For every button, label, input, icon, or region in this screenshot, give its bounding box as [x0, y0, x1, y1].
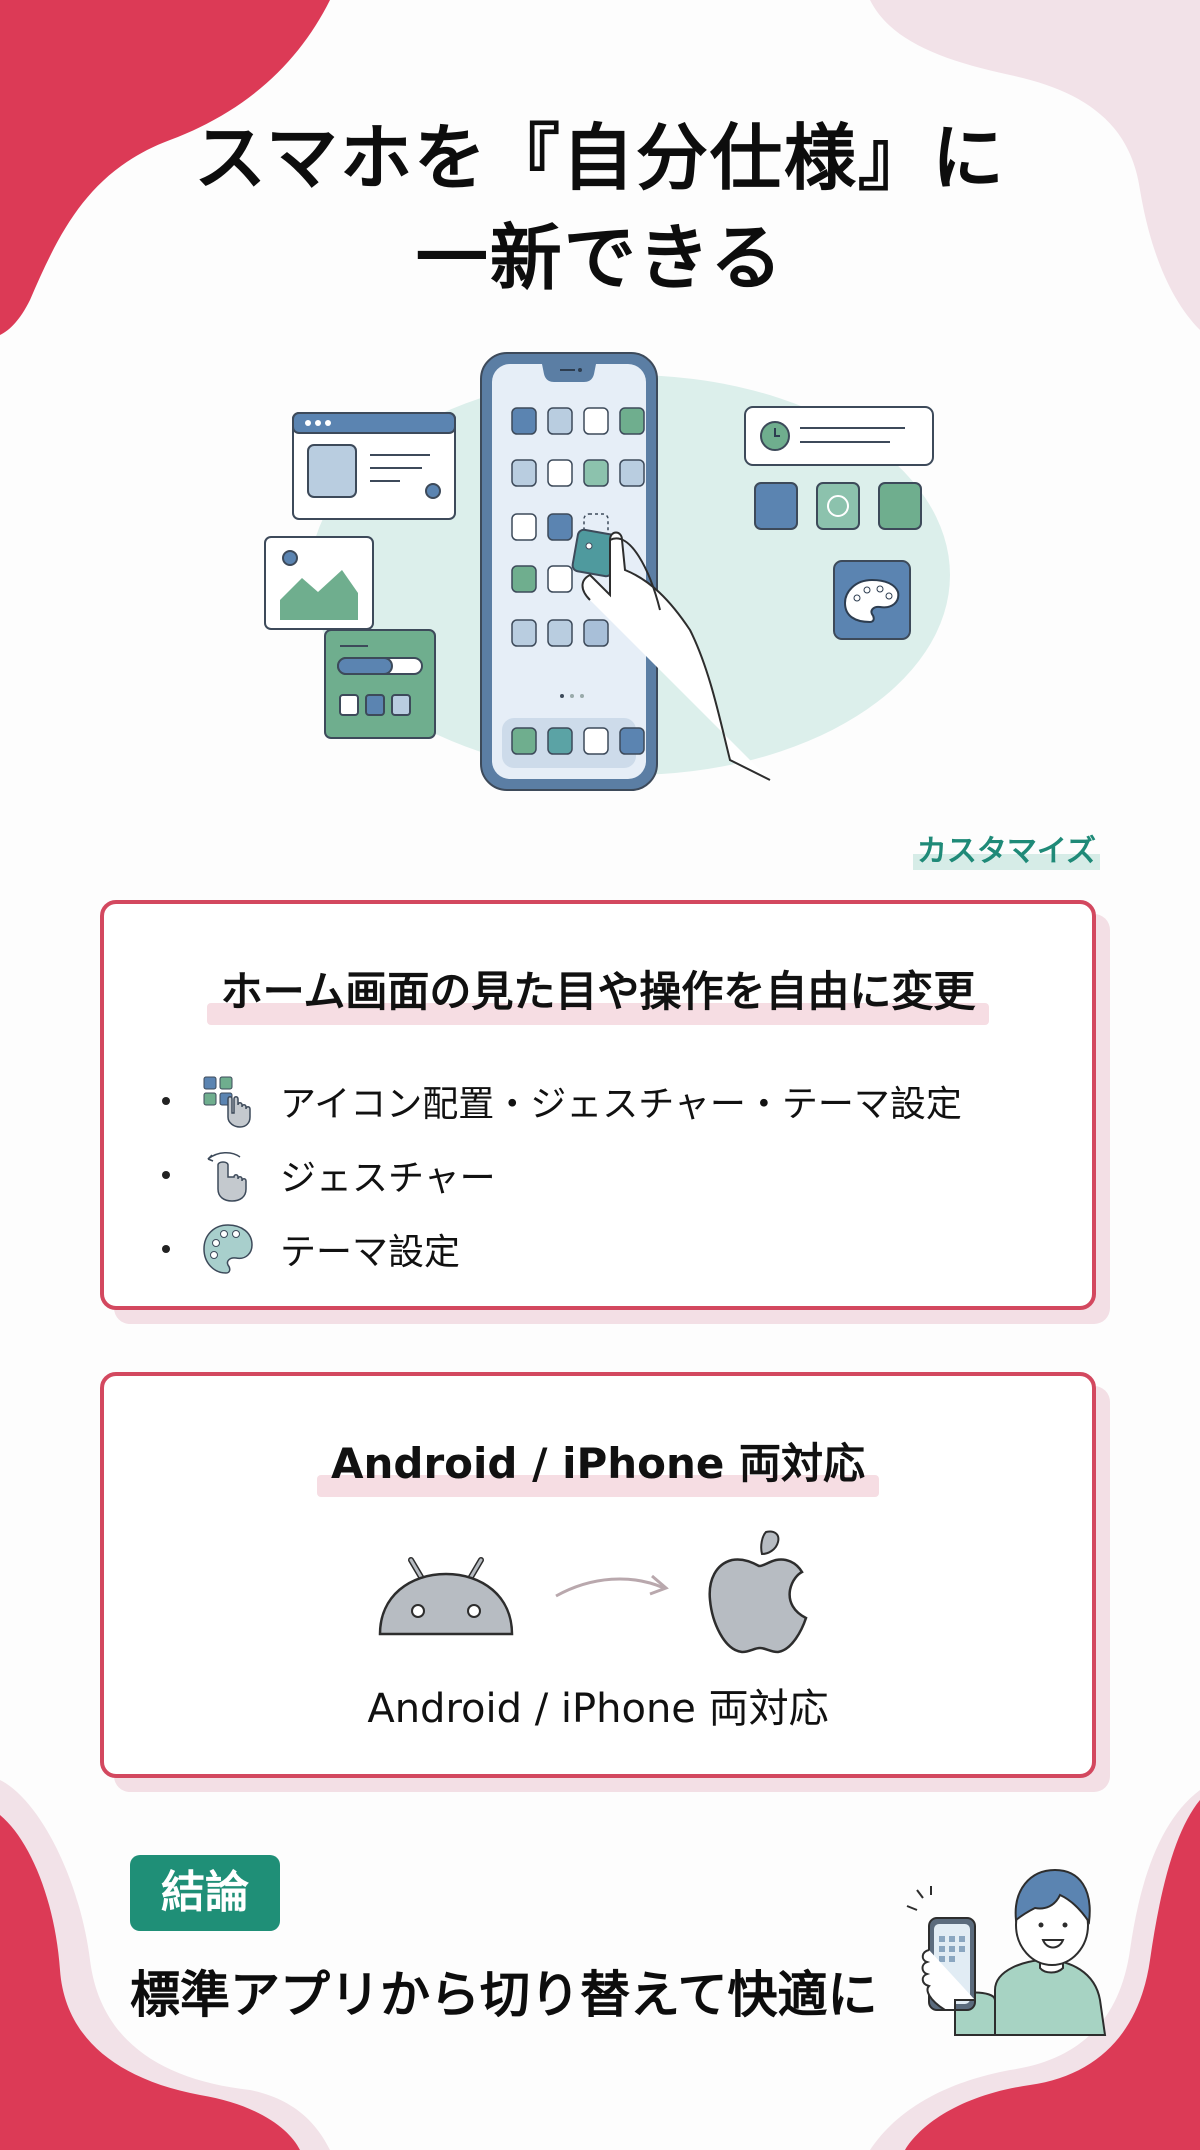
bullet-icon	[162, 1171, 170, 1179]
feature-list: アイコン配置・ジェスチャー・テーマ設定 ジェスチャー テーマ設定	[162, 1064, 962, 1286]
apple-icon	[708, 1530, 808, 1654]
palette-tile-icon	[833, 560, 911, 640]
list-item: テーマ設定	[162, 1212, 962, 1286]
smartphone-icon	[480, 352, 658, 791]
list-item-label: アイコン配置・ジェスチャー・テーマ設定	[280, 1084, 962, 1125]
bullet-icon	[162, 1097, 170, 1105]
card2-title: Android / iPhone 両対応	[104, 1430, 1092, 1497]
list-item-label: ジェスチャー	[280, 1158, 496, 1199]
list-item-label: テーマ設定	[280, 1232, 461, 1273]
title-line-2: 一新できる	[415, 216, 785, 300]
conclusion-badge: 結論	[130, 1855, 280, 1931]
palette-icon	[203, 1224, 253, 1274]
phone-customization-illustration	[264, 352, 950, 791]
platform-switch	[104, 1526, 1092, 1656]
bullet-icon	[162, 1245, 170, 1253]
card1-title: ホーム画面の見た目や操作を自由に変更	[104, 958, 1092, 1025]
list-item: ジェスチャー	[162, 1138, 962, 1212]
page-title: スマホを『自分仕様』に 一新できる	[0, 108, 1200, 308]
arrow-right-icon	[555, 1574, 669, 1598]
customize-tag-label: カスタマイズ	[916, 834, 1096, 869]
browser-window-icon	[292, 412, 456, 520]
grid-tap-icon	[203, 1076, 251, 1128]
conclusion-text: 標準アプリから切り替えて快適に	[130, 1966, 878, 2024]
feature-card-home-screen: ホーム画面の見た目や操作を自由に変更 アイコン配置・ジェスチャー・テーマ設定 ジ…	[100, 900, 1096, 1310]
title-line-1: スマホを『自分仕様』に	[194, 116, 1006, 200]
platform-label: Android / iPhone 両対応	[367, 1686, 829, 1732]
list-item: アイコン配置・ジェスチャー・テーマ設定	[162, 1064, 962, 1138]
clock-widget-icon	[744, 406, 934, 466]
hand-dragging-icon	[571, 528, 771, 781]
feature-card-platform: Android / iPhone 両対応 Android / iPhone 両対…	[100, 1372, 1096, 1778]
image-card-icon	[264, 536, 374, 630]
settings-widget-icon	[324, 629, 436, 739]
swipe-gesture-icon	[207, 1152, 247, 1202]
customize-tag: カスタマイズ	[912, 826, 1100, 870]
android-icon	[378, 1557, 514, 1636]
person-holding-phone-illustration	[906, 1868, 1107, 2036]
